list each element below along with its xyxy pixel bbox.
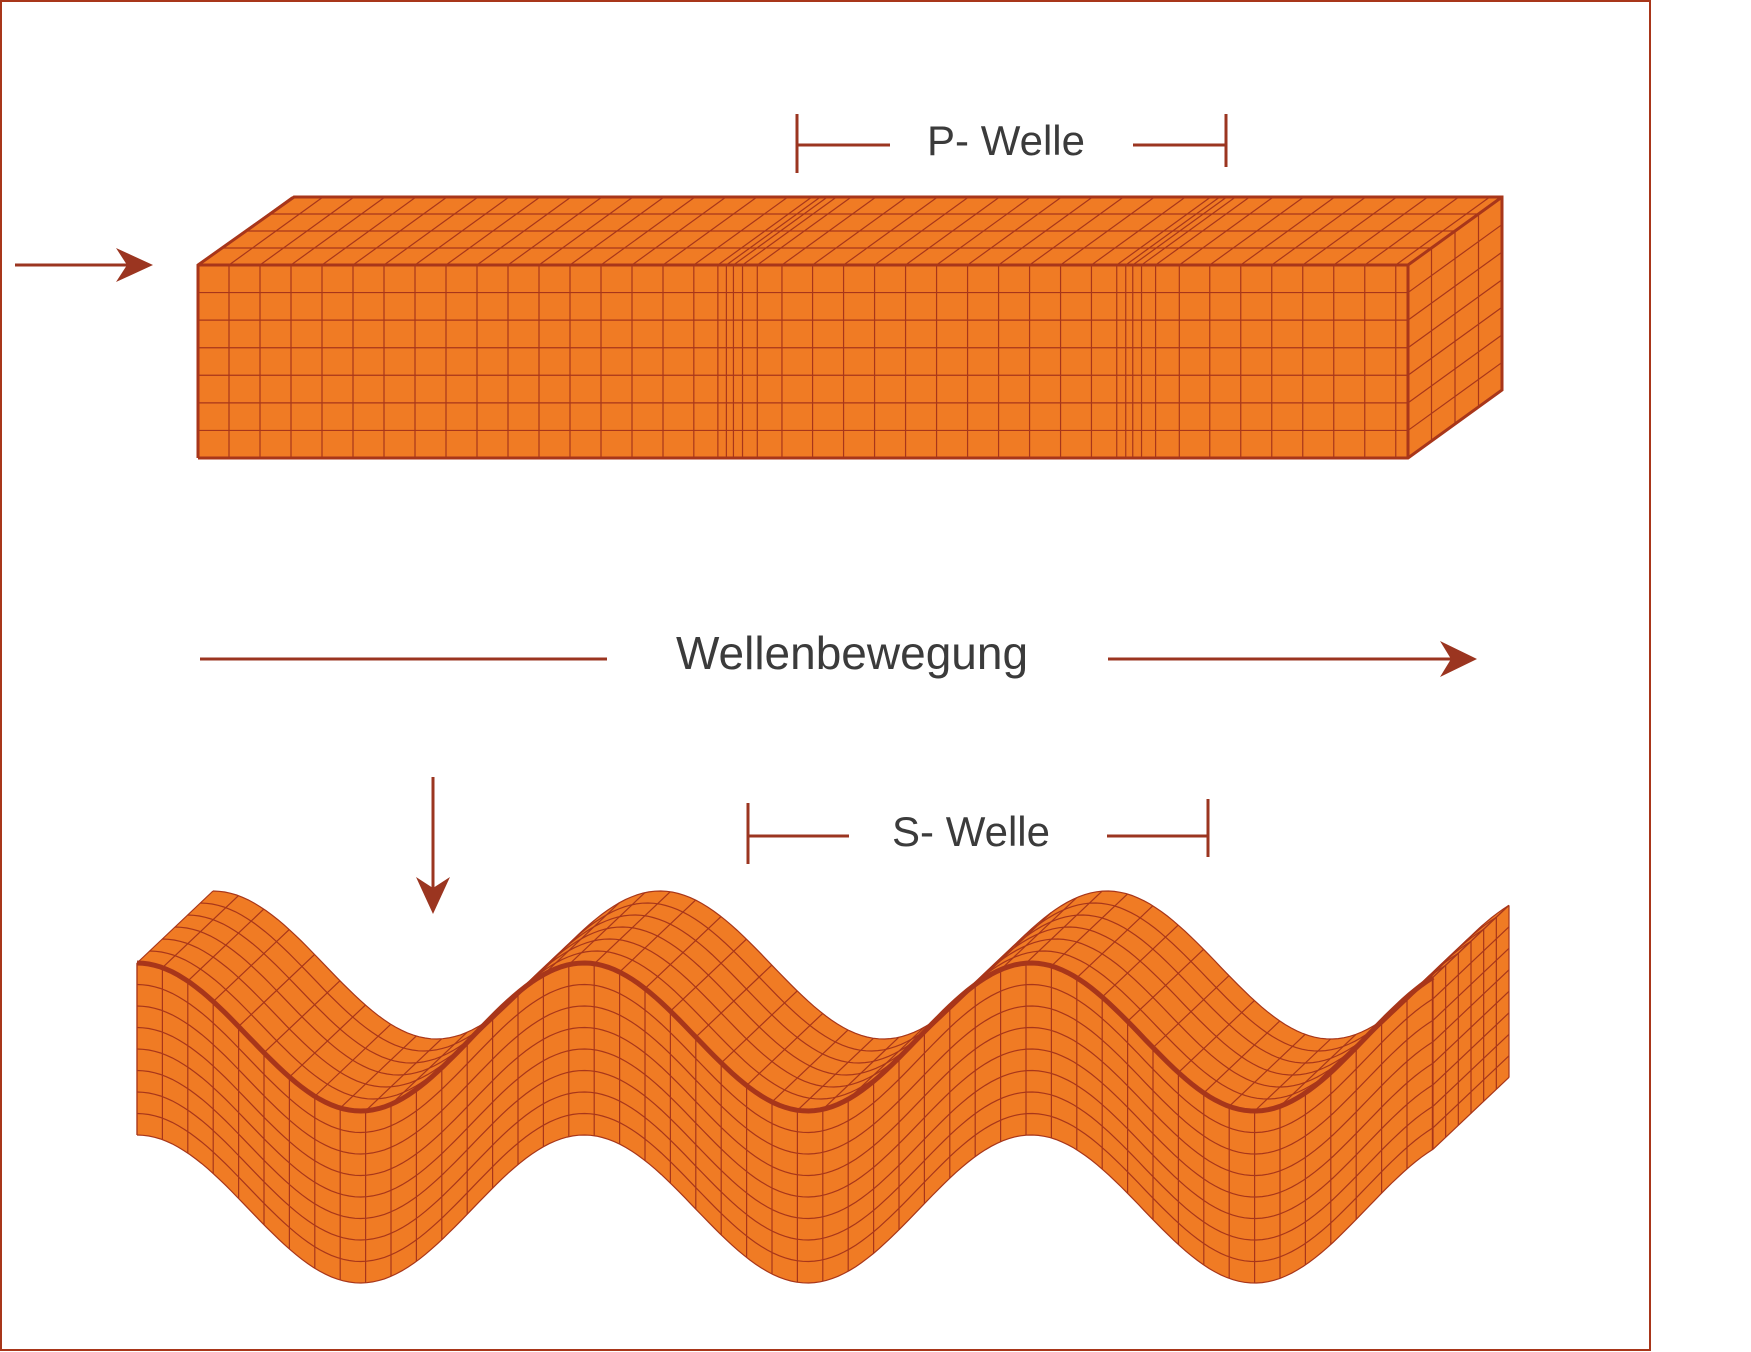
s-wave-label: S- Welle <box>892 808 1050 855</box>
s-block-grid <box>136 890 1510 1284</box>
wave-motion-arrow <box>200 641 1477 677</box>
s-wave-wavelength-bracket <box>746 799 1210 864</box>
frame <box>0 0 1651 1351</box>
p-wave-arrow <box>15 248 153 282</box>
s-block-front-top-edge <box>136 960 1435 1114</box>
s-wave-block <box>136 890 1510 1284</box>
p-wave-wavelength-bracket <box>795 114 1228 173</box>
s-block-front-face <box>137 963 1433 1283</box>
wave-motion-label: Wellenbewegung <box>676 627 1028 679</box>
p-block-grid <box>197 196 1503 458</box>
p-block-edges <box>196 195 1504 460</box>
s-wave-arrow <box>416 777 450 914</box>
p-block-front-face <box>198 265 1408 458</box>
p-wave-label: P- Welle <box>927 117 1085 164</box>
p-wave-block <box>196 195 1504 460</box>
s-block-top-face <box>137 891 1509 1111</box>
